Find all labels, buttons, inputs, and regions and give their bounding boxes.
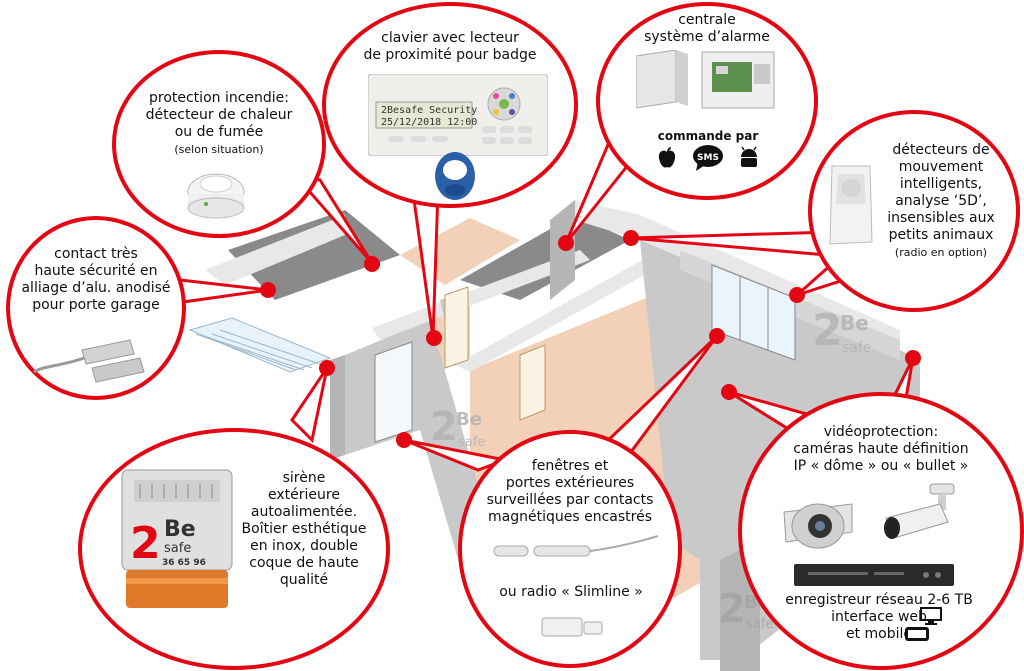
wall-inner-1: [372, 250, 590, 340]
wall-inner-3: [455, 250, 675, 372]
slimline-contact-image: [541, 617, 603, 637]
door-hall: [519, 344, 546, 421]
sms-icon-label: SMS: [697, 153, 719, 163]
keypad-screen-line1: 2Besafe Security: [381, 105, 477, 116]
marker-window: [709, 328, 725, 344]
central-unit-image: [636, 50, 775, 109]
smoke-detector-image: [187, 173, 245, 219]
svg-text:2: 2: [718, 586, 746, 632]
badge-fob-icon: [435, 152, 475, 200]
siren-logo-digits: 36 65 96: [162, 558, 206, 568]
marker-keypad: [426, 330, 442, 346]
marker-camera-2: [905, 350, 921, 366]
tablet-icon: [905, 627, 929, 641]
marker-front-door: [396, 432, 412, 448]
marker-fire-detector: [364, 256, 380, 272]
windows-radio-caption: ou radio « Slimline »: [499, 584, 643, 600]
siren-logo-safe: safe: [164, 541, 191, 556]
svg-text:Be: Be: [840, 311, 869, 335]
marker-motion-1: [623, 230, 639, 246]
apple-icon: [658, 147, 676, 168]
door-front: [374, 341, 413, 443]
central-command-label: commande par: [657, 129, 759, 143]
marker-motion-2: [789, 287, 805, 303]
fire-caption: protection incendie: détecteur de chaleu…: [145, 90, 293, 156]
door-entry: [444, 286, 469, 369]
floor-garage: [228, 210, 400, 300]
marker-camera-1: [721, 384, 737, 400]
watermark-logo-front: 2 Be safe: [430, 404, 485, 450]
bullet-camera-image: [884, 483, 955, 539]
android-icon: [741, 146, 757, 167]
siren-image: 2 Be safe 36 65 96: [121, 469, 233, 608]
window-living: [711, 264, 796, 361]
siren-logo-be: Be: [164, 517, 196, 542]
svg-text:safe: safe: [842, 340, 871, 356]
siren-caption: sirène extérieure autoalimentée. Boîtier…: [241, 470, 367, 588]
wall-left-outer: [205, 215, 345, 285]
keypad-caption: clavier avec lecteur de proximité pour b…: [363, 30, 537, 63]
video-caption: vidéoprotection: caméras haute définitio…: [793, 424, 969, 474]
nvr-recorder-image: [794, 564, 954, 586]
siren-logo-number: 2: [130, 518, 161, 569]
bubble-video: [738, 392, 1024, 670]
svg-text:safe: safe: [458, 435, 485, 450]
garage-door: [188, 317, 332, 373]
sms-icon: SMS: [693, 145, 723, 171]
nvr-caption: enregistreur réseau 2-6 TB interface web…: [785, 592, 973, 642]
garage-caption: contact très haute sécurité en alliage d…: [21, 246, 171, 313]
marker-garage-contact: [260, 282, 276, 298]
watermark-logo-right: 2 Be safe: [812, 305, 871, 356]
tail-siren: [290, 367, 329, 444]
keypad-screen-line2: 25/12/2018 12:00: [381, 117, 477, 128]
svg-text:safe: safe: [746, 617, 773, 632]
svg-text:2: 2: [812, 305, 843, 356]
monitor-icon: [920, 607, 942, 625]
motion-caption: détecteurs de mouvement intelligents, an…: [887, 142, 995, 259]
windows-caption: fenêtres et portes extérieures surveillé…: [486, 458, 654, 525]
central-caption: centrale système d’alarme: [644, 12, 770, 45]
marker-central: [558, 235, 574, 251]
wall-front-left: [330, 355, 345, 460]
watermark-logo-bottom: 2 Be safe: [718, 586, 773, 632]
marker-siren: [319, 360, 335, 376]
svg-text:2: 2: [430, 404, 458, 450]
garage-contact-image: [33, 339, 145, 383]
magnetic-contact-image: [493, 535, 659, 557]
floor-room-center: [460, 215, 630, 300]
keypad-image: 2Besafe Security 25/12/2018 12:00: [368, 74, 548, 156]
dome-camera-image: [783, 503, 853, 549]
bubble-motion: [808, 110, 1020, 312]
svg-text:Be: Be: [456, 409, 482, 430]
motion-detector-image: [829, 165, 873, 245]
